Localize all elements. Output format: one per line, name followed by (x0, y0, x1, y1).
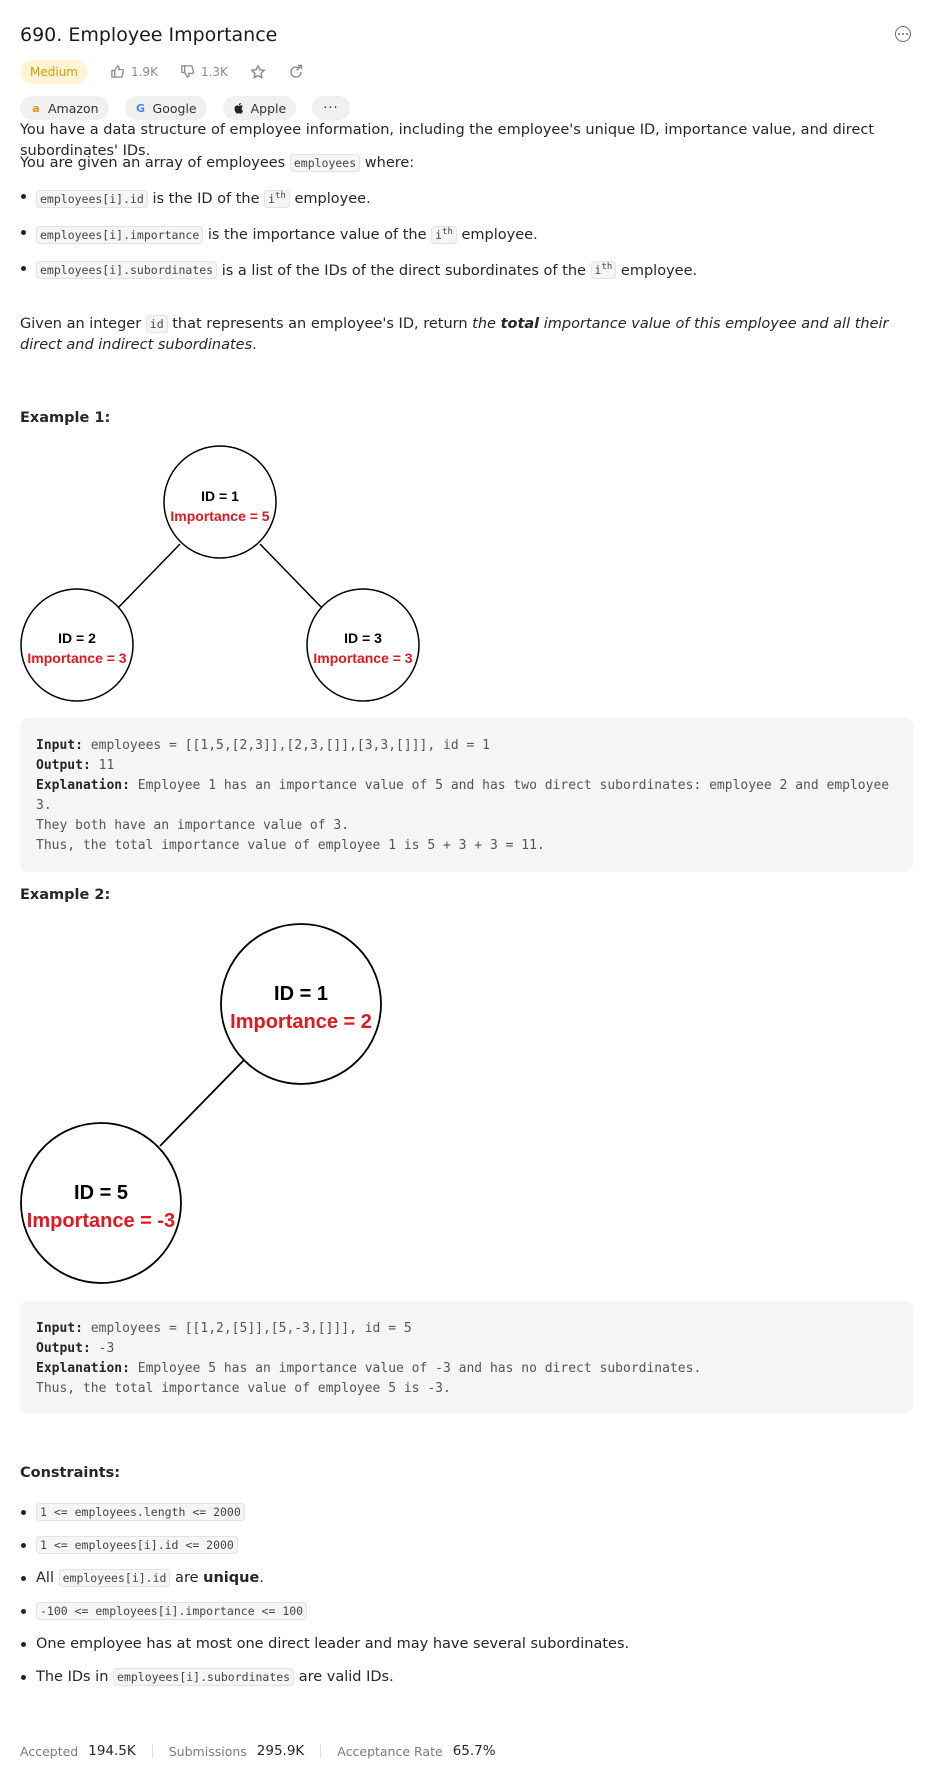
company-tag-apple[interactable]: Apple (222, 96, 297, 120)
company-tag-google[interactable]: G Google (124, 96, 207, 120)
node-importance-label: Importance = -3 (27, 1210, 175, 1232)
node-id-label: ID = 1 (274, 983, 328, 1005)
title-row: 690. Employee Importance (20, 20, 913, 50)
node-importance-label: Importance = 2 (230, 1011, 372, 1033)
star-icon (250, 63, 266, 79)
description-paragraph-3: Given an integer id that represents an e… (20, 315, 889, 353)
more-companies-button[interactable]: ··· (312, 96, 350, 120)
google-icon: G (136, 101, 146, 115)
node-id-label: ID = 1 (201, 488, 239, 504)
company-tag-amazon[interactable]: a Amazon (20, 96, 109, 120)
more-options-icon[interactable] (895, 26, 911, 42)
dislike-button[interactable]: 1.3K (180, 64, 228, 79)
share-icon (290, 64, 303, 78)
node-importance-label: Importance = 3 (27, 650, 126, 666)
example-1-diagram: ID = 1 Importance = 5 ID = 2 Importance … (20, 445, 420, 702)
apple-icon (233, 102, 245, 114)
node-importance-label: Importance = 5 (170, 508, 269, 524)
tree-node-1 (220, 923, 382, 1085)
tree-node-2 (20, 588, 134, 702)
constraint-item: The IDs in employees[i].subordinates are… (20, 1667, 629, 1688)
difficulty-badge[interactable]: Medium (20, 59, 88, 84)
tree-node-5 (20, 1122, 182, 1284)
example-2-label: Example 2: (20, 887, 111, 903)
tree-edge (159, 1059, 245, 1147)
tree-edge (259, 543, 325, 611)
submissions-value: 295.9K (256, 1743, 305, 1759)
favorite-button[interactable] (250, 63, 266, 80)
dislike-count: 1.3K (200, 64, 228, 79)
acceptance-rate-label: Acceptance Rate (337, 1743, 443, 1759)
description-paragraph-1: You have a data structure of employee in… (20, 122, 875, 159)
description-paragraph-2: You are given an array of employees empl… (20, 154, 415, 172)
divider (320, 1744, 322, 1758)
inline-code: employees (289, 154, 361, 172)
example-2-code-block: Input: employees = [[1,2,[5]],[5,-3,[]]]… (20, 1301, 913, 1413)
list-item: employees[i].id is the ID of the ith emp… (20, 186, 697, 210)
meta-row: Medium 1.9K 1.3K (20, 59, 304, 84)
accepted-value: 194.5K (88, 1743, 136, 1759)
node-importance-label: Importance = 3 (313, 650, 412, 666)
constraint-item: -100 <= employees[i].importance <= 100 (20, 1601, 629, 1622)
node-id-label: ID = 5 (74, 1182, 128, 1204)
submissions-label: Submissions (168, 1743, 247, 1759)
constraint-item: All employees[i].id are unique. (20, 1568, 629, 1589)
node-id-label: ID = 2 (58, 630, 96, 646)
example-1-code-block: Input: employees = [[1,5,[2,3]],[2,3,[]]… (20, 718, 913, 872)
constraint-item: One employee has at most one direct lead… (20, 1634, 629, 1655)
tree-node-3 (306, 588, 420, 702)
list-item: employees[i].importance is the importanc… (20, 222, 697, 246)
constraints-label: Constraints: (20, 1465, 121, 1481)
problem-title: 690. Employee Importance (20, 24, 278, 46)
constraint-item: 1 <= employees[i].id <= 2000 (20, 1535, 629, 1556)
thumbs-up-icon (111, 65, 125, 78)
field-list: employees[i].id is the ID of the ith emp… (20, 186, 697, 281)
accepted-label: Accepted (20, 1743, 79, 1759)
like-count: 1.9K (130, 64, 158, 79)
like-button[interactable]: 1.9K (110, 64, 158, 79)
submission-stats: Accepted 194.5K Submissions 295.9K Accep… (20, 1743, 496, 1759)
constraint-item: 1 <= employees.length <= 2000 (20, 1502, 629, 1523)
divider (151, 1744, 153, 1758)
list-item: employees[i].subordinates is a list of t… (20, 258, 697, 282)
constraints-list: 1 <= employees.length <= 2000 1 <= emplo… (20, 1502, 629, 1688)
node-id-label: ID = 3 (344, 630, 382, 646)
acceptance-rate-value: 65.7% (452, 1743, 496, 1759)
tree-node-1 (163, 445, 277, 559)
thumbs-down-icon (181, 65, 195, 78)
company-tags: a Amazon G Google Apple ··· (20, 96, 350, 120)
example-2-diagram: ID = 1 Importance = 2 ID = 5 Importance … (20, 923, 382, 1284)
amazon-icon: a (32, 101, 40, 115)
tree-edge (115, 543, 181, 611)
example-1-label: Example 1: (20, 410, 111, 426)
share-button[interactable] (288, 64, 304, 80)
